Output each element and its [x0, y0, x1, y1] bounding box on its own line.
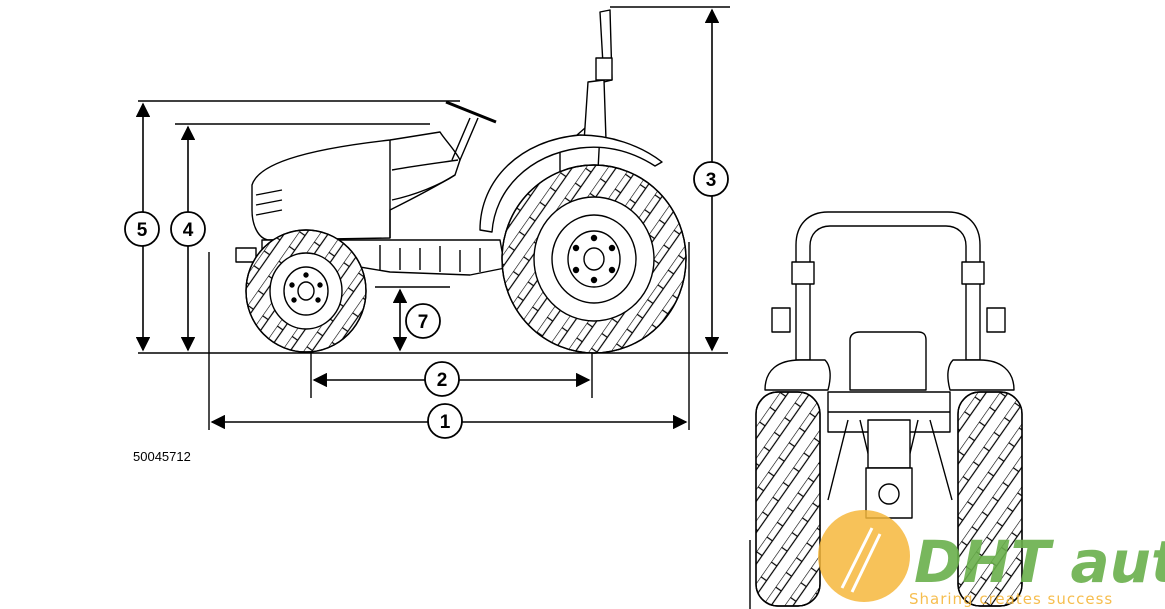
callout-7-label: 7	[418, 312, 429, 333]
callout-5: 5	[124, 211, 160, 247]
pto-block	[865, 467, 913, 519]
hood-side-panel	[391, 159, 459, 171]
tractor-rear-view	[749, 211, 1023, 609]
rear-fender-right	[947, 359, 1015, 391]
watermark-tagline: Sharing creates success	[909, 590, 1113, 608]
callout-2: 2	[424, 361, 460, 397]
watermark: DHT auto Sharing creates success	[818, 510, 1165, 608]
callout-1-label: 1	[440, 412, 451, 433]
callout-3-label: 3	[706, 170, 717, 191]
figure-id: 50045712	[133, 449, 191, 464]
frame-details	[379, 245, 481, 272]
rear-light-left	[771, 307, 791, 333]
hitch-center-block	[867, 419, 911, 469]
rear-view-tire-left	[755, 391, 821, 607]
callout-7: 7	[405, 303, 441, 339]
rops-clamp-left	[791, 261, 815, 285]
rear-view-tire-right	[957, 391, 1023, 607]
rear-fender	[479, 134, 663, 233]
rops-joint	[595, 57, 613, 81]
rear-wheel	[501, 164, 687, 354]
rops-lower	[583, 79, 607, 143]
callout-3: 3	[693, 161, 729, 197]
front-wheel	[245, 229, 367, 353]
steering-column	[451, 117, 479, 161]
tractor-side-view	[138, 6, 730, 430]
watermark-ray-icon	[840, 527, 882, 593]
watermark-sun-icon	[818, 510, 910, 602]
callout-5-label: 5	[137, 220, 148, 241]
callout-4-label: 4	[183, 220, 194, 241]
hood	[251, 131, 461, 241]
rops-clamp-right	[961, 261, 985, 285]
pto-shaft	[878, 483, 900, 505]
rear-light-right	[986, 307, 1006, 333]
three-point-hitch	[827, 419, 953, 501]
rear-seat-back	[849, 331, 927, 391]
hood-grille	[255, 189, 283, 216]
rear-fender-left	[764, 359, 831, 391]
callout-2-label: 2	[437, 370, 448, 391]
callout-1: 1	[427, 403, 463, 439]
steering-wheel	[445, 100, 497, 124]
callout-4: 4	[170, 211, 206, 247]
hood-side-panel-2	[391, 174, 456, 201]
front-bumper	[235, 247, 257, 263]
watermark-brand: DHT auto	[914, 528, 1165, 596]
